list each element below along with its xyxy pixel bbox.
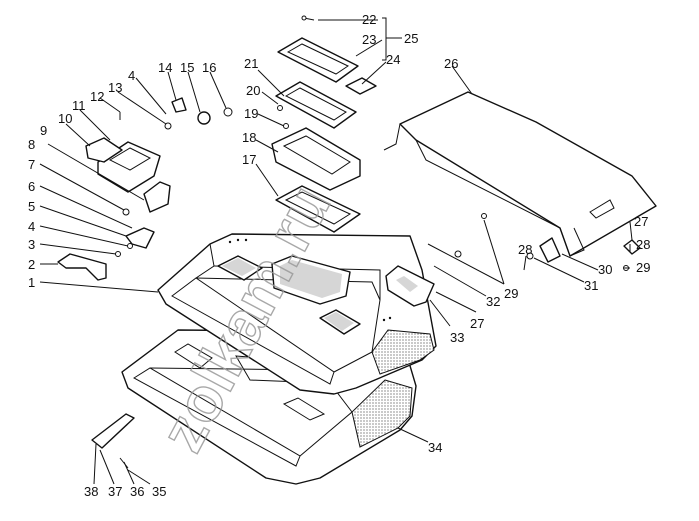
part-1-upper-panel bbox=[157, 233, 437, 395]
part-24-lamp bbox=[345, 77, 377, 95]
callout-labels: 1 2 3 4 5 6 7 8 9 10 11 12 13 4 14 15 16… bbox=[28, 12, 650, 499]
callout-3: 3 bbox=[28, 237, 35, 252]
callout-12: 12 bbox=[90, 89, 104, 104]
callout-18: 18 bbox=[242, 130, 256, 145]
part-21-frame bbox=[275, 81, 357, 129]
callout-28a: 28 bbox=[636, 237, 650, 252]
part-20-screw bbox=[277, 105, 283, 111]
callout-9: 9 bbox=[40, 123, 47, 138]
callout-6: 6 bbox=[28, 179, 35, 194]
callout-28b: 28 bbox=[518, 242, 532, 257]
callout-23: 23 bbox=[362, 32, 376, 47]
callout-27a: 27 bbox=[634, 214, 648, 229]
callout-15: 15 bbox=[180, 60, 194, 75]
callout-7: 7 bbox=[28, 157, 35, 172]
callout-10: 10 bbox=[58, 111, 72, 126]
callout-2: 2 bbox=[28, 257, 35, 272]
part-9-clip bbox=[143, 181, 171, 213]
part-17-frame bbox=[275, 185, 361, 233]
callout-11: 11 bbox=[72, 98, 86, 113]
callout-19: 19 bbox=[244, 106, 258, 121]
callout-8: 8 bbox=[28, 137, 35, 152]
callout-1: 1 bbox=[28, 275, 35, 290]
callout-31: 31 bbox=[584, 278, 598, 293]
part-30-latch bbox=[539, 237, 561, 263]
part-5-bracket bbox=[125, 227, 155, 249]
callout-16: 16 bbox=[202, 60, 216, 75]
callout-33: 33 bbox=[450, 330, 464, 345]
leader-lines bbox=[39, 17, 633, 485]
callout-17: 17 bbox=[242, 152, 256, 167]
callout-35: 35 bbox=[152, 484, 166, 499]
part-29-screw-left bbox=[481, 213, 487, 219]
part-15-socket bbox=[197, 111, 211, 125]
part-7-screw bbox=[122, 208, 130, 216]
part-2-handle bbox=[57, 253, 107, 281]
part-27-clip-right bbox=[623, 239, 641, 255]
callout-4a: 4 bbox=[28, 219, 35, 234]
part-33-switch bbox=[385, 265, 435, 307]
callout-27b: 27 bbox=[470, 316, 484, 331]
callout-21: 21 bbox=[244, 56, 258, 71]
callout-14: 14 bbox=[158, 60, 172, 75]
part-18-bracket bbox=[271, 127, 361, 191]
part-14-clip bbox=[171, 97, 187, 113]
part-32-screw bbox=[454, 250, 462, 258]
callout-5: 5 bbox=[28, 199, 35, 214]
part-23-lens bbox=[277, 37, 359, 83]
callout-32: 32 bbox=[486, 294, 500, 309]
callout-34: 34 bbox=[428, 440, 442, 455]
callout-25: 25 bbox=[404, 31, 418, 46]
callout-22: 22 bbox=[362, 12, 376, 27]
callout-29a: 29 bbox=[636, 260, 650, 275]
part-16-bulb bbox=[223, 107, 233, 117]
callout-29b: 29 bbox=[504, 286, 518, 301]
callout-37: 37 bbox=[108, 484, 122, 499]
part-3-washer bbox=[115, 251, 121, 257]
callout-20: 20 bbox=[246, 83, 260, 98]
callout-38: 38 bbox=[84, 484, 98, 499]
callout-36: 36 bbox=[130, 484, 144, 499]
part-31-nut bbox=[526, 252, 534, 260]
part-38-bracket bbox=[91, 413, 135, 449]
callout-13: 13 bbox=[108, 80, 122, 95]
part-19-screw bbox=[283, 123, 289, 129]
part-4-washer bbox=[127, 243, 133, 249]
callout-30: 30 bbox=[598, 262, 612, 277]
callout-4b: 4 bbox=[128, 68, 135, 83]
part-26-rear-cover bbox=[383, 91, 657, 257]
callout-24: 24 bbox=[386, 52, 400, 67]
part-13-nut bbox=[164, 122, 172, 130]
callout-26: 26 bbox=[444, 56, 458, 71]
part-22-screw bbox=[301, 15, 315, 21]
part-10-lens bbox=[85, 137, 123, 163]
